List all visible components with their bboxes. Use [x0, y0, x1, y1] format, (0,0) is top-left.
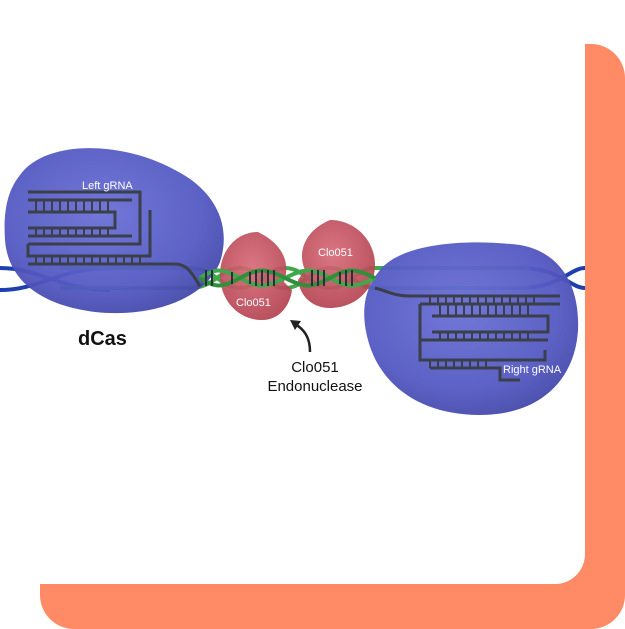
endonuclease-label-line2: Endonuclease [267, 378, 362, 395]
dcas-left-protein [4, 148, 224, 314]
endonuclease-label-line1: Clo051 [291, 359, 339, 376]
clo051-bottom-label: Clo051 [236, 297, 271, 309]
dcas-label: dCas [78, 328, 127, 350]
dna-helix-front [198, 268, 376, 288]
right-grna-structure [374, 286, 560, 382]
right-grna-label: Right gRNA [503, 364, 562, 376]
endonuclease-arrow [294, 322, 312, 353]
left-grna-label: Left gRNA [82, 180, 133, 192]
clo051-top-label: Clo051 [318, 247, 353, 259]
left-grna-base-pairs [35, 200, 141, 264]
left-grna-structure [26, 190, 202, 287]
endonuclease-arrowhead-icon [290, 320, 301, 330]
clo051-right-half [298, 220, 375, 308]
dcas-right-protein [364, 242, 579, 415]
right-grna-base-pairs [429, 296, 535, 368]
dna-base-pairs [205, 270, 353, 286]
